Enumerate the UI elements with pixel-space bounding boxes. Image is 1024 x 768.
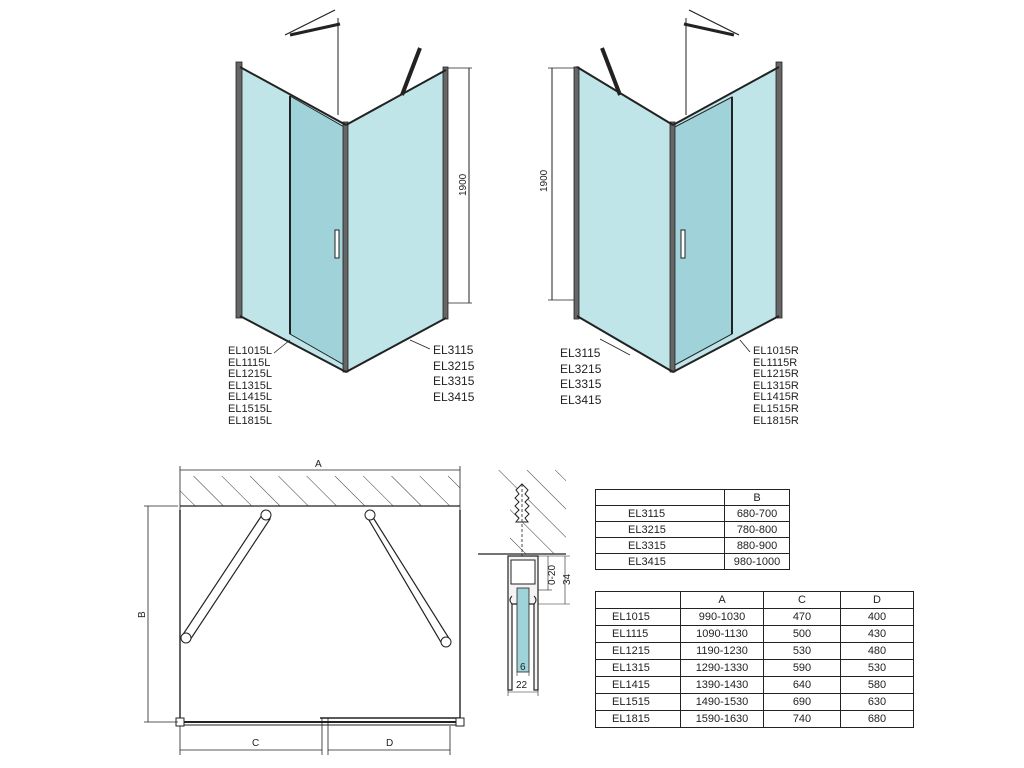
table-cell: 680-700 [724, 505, 790, 522]
list-item: EL3115 [433, 343, 474, 357]
list-item: EL1015L [228, 345, 273, 357]
table-row: EL3215 780-800 [595, 521, 790, 538]
table-cell: 880-900 [724, 537, 790, 554]
table-row: EL3115 680-700 [595, 505, 790, 522]
list-item: EL1315L [228, 379, 273, 392]
plan-view: A B C D [137, 459, 465, 755]
table-header-cell [595, 591, 681, 609]
list-item: EL1815R [753, 414, 799, 427]
dimension-a: A [315, 459, 322, 470]
right-series-list: EL1015R EL1115R EL1215R EL1315R EL1415R … [753, 345, 799, 427]
table-cell: EL3115 [595, 505, 725, 522]
table-header-cell: D [840, 591, 914, 609]
list-item: EL3315 [433, 374, 475, 388]
table-cell: 1290-1330 [680, 659, 764, 677]
list-item: EL3115 [560, 346, 601, 360]
table-cell: 430 [840, 625, 914, 643]
table-cell: EL1115 [595, 625, 681, 643]
table-header-cell [595, 489, 725, 506]
table-cell: 1390-1430 [680, 676, 764, 694]
table-cell: 990-1030 [680, 608, 764, 626]
table-header-cell: A [680, 591, 764, 609]
profile-range-label: 0-20 [547, 565, 558, 585]
list-item: EL1015R [753, 345, 799, 357]
dimension-b: B [137, 611, 148, 618]
profile-height-label: 34 [562, 573, 573, 585]
table-cell: EL1315 [595, 659, 681, 677]
list-item: EL1515L [228, 402, 273, 415]
list-item: EL1115L [228, 356, 271, 369]
list-item: EL1815L [228, 414, 273, 427]
table-cell: 630 [840, 693, 914, 711]
table-cell: EL3315 [595, 537, 725, 554]
table-row: EL3315 880-900 [595, 537, 790, 554]
list-item: EL1215R [753, 368, 799, 381]
table-row: EL1315 1290-1330 590 530 [595, 659, 914, 677]
table-cell: 1090-1130 [680, 625, 764, 643]
table-row: EL1215 1190-1230 530 480 [595, 642, 914, 660]
table-cell: EL1015 [595, 608, 681, 626]
table-cell: EL1515 [595, 693, 681, 711]
side-series-list-left: EL3115 EL3215 EL3315 EL3415 [433, 343, 474, 405]
list-item: EL3215 [560, 361, 602, 376]
table-cell: 530 [840, 659, 914, 677]
dimension-d: D [386, 738, 393, 749]
table-cell: 580 [840, 676, 914, 694]
table-cell: 470 [763, 608, 841, 626]
table-header-cell: C [763, 591, 841, 609]
side-series-list-right: EL3115 EL3215 EL3315 EL3415 [560, 346, 601, 408]
table-cell: 530 [763, 642, 841, 660]
height-dimension-left: 1900 [458, 173, 469, 196]
table-cell: 740 [763, 710, 841, 728]
table-header-row: A C D [595, 591, 914, 609]
table-row: EL1015 990-1030 470 400 [595, 608, 914, 626]
list-item: EL3315 [560, 377, 602, 391]
table-acd-dimensions: A C D EL1015 990-1030 470 400 EL1115 109… [595, 591, 914, 728]
table-cell: 690 [763, 693, 841, 711]
table-cell: 1190-1230 [680, 642, 764, 660]
table-cell: EL3215 [595, 521, 725, 538]
table-cell: EL1215 [595, 642, 681, 660]
list-item: EL1415L [228, 391, 273, 404]
table-b-dimensions: B EL3115 680-700 EL3215 780-800 EL3315 8… [595, 489, 790, 570]
list-item: EL3215 [433, 358, 475, 373]
table-cell: EL1815 [595, 710, 681, 728]
dimension-c: C [252, 738, 259, 749]
shower-3d-left: 1900 [235, 9, 472, 373]
table-cell: 1590-1630 [680, 710, 764, 728]
list-item: EL3415 [433, 389, 475, 404]
table-cell: EL3415 [595, 553, 725, 570]
table-cell: 480 [840, 642, 914, 660]
table-cell: 590 [763, 659, 841, 677]
table-row: EL3415 980-1000 [595, 553, 790, 570]
table-cell: 680 [840, 710, 914, 728]
table-row: EL1415 1390-1430 640 580 [595, 676, 914, 694]
table-header-cell: B [724, 489, 790, 506]
table-row: EL1515 1490-1530 690 630 [595, 693, 914, 711]
list-item: EL3415 [560, 392, 602, 407]
table-cell: 500 [763, 625, 841, 643]
list-item: EL1215L [228, 368, 273, 381]
list-item: EL1315R [753, 379, 799, 392]
profile-width-label: 22 [516, 680, 528, 691]
shower-3d-right: 1900 [539, 9, 783, 373]
table-cell: EL1415 [595, 676, 681, 694]
glass-thickness-label: 6 [520, 662, 526, 673]
table-row: EL1115 1090-1130 500 430 [595, 625, 914, 643]
table-cell: 400 [840, 608, 914, 626]
table-cell: 980-1000 [724, 553, 790, 570]
table-cell: 640 [763, 676, 841, 694]
height-dimension-right: 1900 [539, 169, 550, 192]
list-item: EL1415R [753, 391, 799, 404]
list-item: EL1515R [753, 402, 799, 415]
left-series-list: EL1015L EL1115L EL1215L EL1315L EL1415L … [228, 345, 273, 427]
profile-section: 0-20 34 6 22 [478, 470, 573, 696]
list-item: EL1115R [753, 356, 798, 369]
table-cell: 780-800 [724, 521, 790, 538]
table-cell: 1490-1530 [680, 693, 764, 711]
table-header-row: B [595, 489, 790, 506]
table-row: EL1815 1590-1630 740 680 [595, 710, 914, 728]
